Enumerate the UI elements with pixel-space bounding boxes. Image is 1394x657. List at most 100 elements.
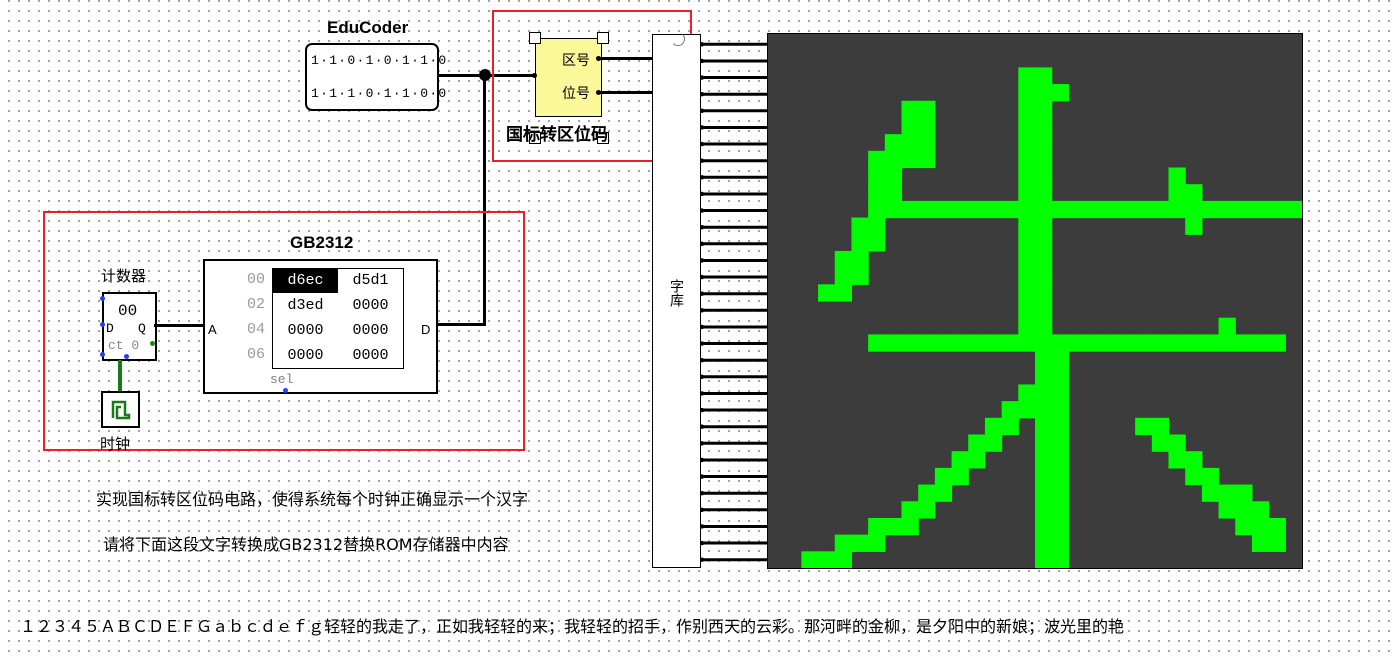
converter-block[interactable]: 区号 位号	[535, 38, 602, 117]
led-pixel	[1051, 551, 1069, 568]
led-pixel	[901, 334, 919, 352]
led-pixel	[1001, 417, 1019, 436]
clock-wire	[118, 360, 122, 392]
led-matrix-display	[767, 33, 1303, 569]
register-title: EduCoder	[327, 18, 409, 37]
led-pixel	[1018, 384, 1036, 402]
font-library-block[interactable]: 字库	[652, 34, 701, 568]
rom-cell[interactable]: d5d1	[352, 272, 389, 289]
bus-pin	[700, 524, 705, 529]
led-pixel	[1218, 484, 1236, 502]
led-pixel	[968, 334, 986, 352]
led-pixel	[951, 334, 969, 352]
sample-text: １２３４５ＡＢＣＤＥＦＧａｂｃｄｅｆｇ轻轻的我走了，正如我轻轻的来；我轻轻的招手…	[20, 617, 1125, 636]
led-pixel	[1168, 334, 1186, 352]
led-pixel	[1051, 467, 1069, 486]
counter-pin-carry	[150, 341, 155, 346]
led-pixel	[884, 334, 903, 352]
bus-pin	[700, 507, 705, 513]
led-pixel	[1035, 451, 1053, 469]
led-pixel	[818, 551, 836, 568]
led-pixel	[901, 134, 919, 152]
led-pixel	[1168, 434, 1186, 452]
led-pixel	[1035, 517, 1053, 536]
rom-cell[interactable]: 0000	[352, 322, 389, 339]
led-pixel	[934, 467, 953, 486]
led-pixel	[1035, 100, 1053, 119]
led-pixel	[1051, 200, 1069, 219]
led-pixel	[1101, 334, 1120, 352]
led-pixel	[1201, 484, 1220, 502]
rom-cell-selected[interactable]: d6ec	[273, 269, 338, 293]
led-pixel	[1151, 417, 1170, 436]
bus-pin	[700, 341, 705, 346]
clock-block[interactable]	[101, 391, 140, 428]
led-pixel	[918, 334, 936, 352]
rom-cell[interactable]: 0000	[287, 322, 324, 339]
led-pixel	[1035, 501, 1053, 519]
led-pixel	[1218, 334, 1236, 352]
led-pixel	[868, 534, 886, 552]
led-pixel	[1185, 184, 1203, 202]
led-pixel	[951, 467, 969, 486]
led-pixel	[801, 551, 819, 568]
led-pixel	[901, 117, 919, 135]
led-pixel	[951, 200, 969, 219]
led-pixel	[1185, 200, 1203, 219]
bus-pin	[700, 424, 705, 429]
converter-handle-tr[interactable]	[597, 32, 609, 44]
led-pixel	[918, 134, 936, 152]
led-pixel	[901, 517, 919, 536]
bus-pin	[700, 141, 705, 147]
led-pixel	[1235, 334, 1253, 352]
led-pixel	[984, 417, 1003, 436]
led-pixel	[1018, 334, 1036, 352]
counter-block[interactable]: 00 D Q ct 0	[102, 292, 157, 361]
wire-counter-to-rom	[154, 324, 205, 327]
wire-rom-d-out	[437, 323, 486, 326]
led-pixel	[1235, 200, 1253, 219]
rom-cell[interactable]: d3ed	[287, 297, 324, 314]
bus-pin	[700, 324, 705, 330]
led-pixel	[851, 534, 869, 552]
counter-label: 计数器	[101, 267, 147, 285]
led-pixel	[1035, 434, 1053, 452]
led-pixel	[1001, 401, 1019, 419]
font-library-notch	[671, 32, 685, 46]
rom-cell[interactable]: 0000	[352, 297, 389, 314]
highlight-rom	[43, 211, 525, 451]
led-pixel	[1035, 167, 1053, 185]
instruction-line-2: 请将下面这段文字转换成GB2312替换ROM存储器中内容	[103, 535, 509, 554]
led-pixel	[1251, 517, 1270, 536]
led-pixel	[1101, 200, 1120, 219]
converter-pin-out-2	[596, 90, 601, 95]
rom-sel-label: sel	[270, 372, 294, 387]
led-pixel	[918, 484, 936, 502]
rom-cell[interactable]: 0000	[352, 347, 389, 364]
led-pixel	[834, 551, 853, 568]
led-pixel	[1051, 334, 1069, 352]
led-pixel	[851, 234, 869, 252]
led-pixel	[1118, 200, 1136, 219]
rom-cell[interactable]: 0000	[287, 347, 324, 364]
led-pixel	[884, 200, 903, 219]
led-pixel	[1051, 517, 1069, 536]
led-pixel	[818, 284, 836, 302]
bus-pin	[700, 208, 705, 213]
bus-pin	[700, 175, 705, 180]
counter-ct-label: ct 0	[108, 338, 140, 353]
rom-memory[interactable]: 00 02 04 06 d6ec d5d1 d3ed 0000 0000 000…	[203, 259, 438, 394]
led-pixel	[868, 217, 886, 235]
bus-pin	[700, 374, 705, 380]
converter-handle-tl[interactable]	[529, 32, 541, 44]
counter-pin-ct	[124, 354, 129, 359]
led-pixel	[834, 284, 853, 302]
converter-handle-bl[interactable]	[529, 132, 541, 144]
bus-pin	[700, 91, 705, 97]
led-pixel	[1185, 334, 1203, 352]
led-pixel	[1001, 334, 1019, 352]
binary-register[interactable]: 1·1·0·1·0·1·1·0 1·1·1·0·1·1·0·0	[305, 43, 446, 111]
converter-handle-br[interactable]	[597, 132, 609, 144]
bus-pin	[700, 125, 705, 130]
led-pixel	[1268, 534, 1286, 552]
